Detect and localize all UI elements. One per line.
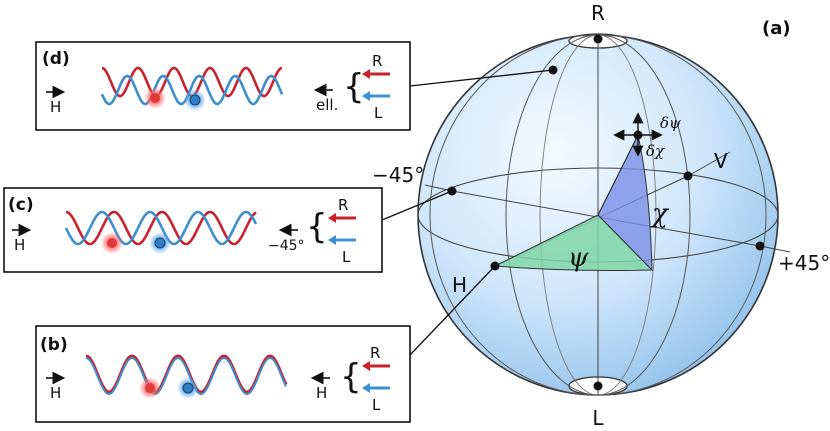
point-V [683,171,693,181]
panel-c-red-atom-core [107,238,117,248]
panel-b-label: (b) [40,335,68,355]
label-L: L [592,406,604,430]
panel-d-L: L [374,104,383,122]
label-V: V [714,149,728,173]
panel-c: (c) H −45° { R L [3,187,383,273]
panel-d-label: (d) [42,49,70,69]
panel-d: (d) H ell. { R L [35,41,411,131]
panel-c-R-head [328,213,336,223]
label-R: R [591,1,605,25]
chi-wedge [597,133,653,272]
panel-c-L-head [328,235,336,245]
panel-d-blue-wave [100,74,284,106]
axis-V-ext [687,151,731,177]
panel-b-L-head [362,383,370,393]
panel-a-label: (a) [762,18,791,39]
label-psi: ψ [568,243,589,273]
panel-d-R: R [372,52,382,70]
panel-c-pol: −45° [268,238,305,254]
panel-c-red-wave [65,210,257,246]
point-state [633,130,643,140]
label-minus45: −45° [372,163,424,187]
panel-c-blue-wave [64,210,258,246]
connector-c [381,190,453,221]
panel-d-pol: ell. [316,96,338,114]
panel-c-L: L [342,248,351,266]
label-plus45: +45° [778,251,830,275]
panel-d-L-head [362,91,370,101]
panel-d-red-atom-core [150,93,160,103]
panel-c-brace: { [306,207,328,247]
label-dpsi: δψ [660,114,681,132]
axis-p45-ext [759,245,791,253]
panel-c-label: (c) [8,195,34,215]
axis-m45-ext [424,184,453,192]
panel-b-R: R [370,344,380,362]
panel-b-R-head [362,361,370,371]
point-L [593,381,603,391]
label-dchi: δχ [646,142,665,160]
panel-c-input: H [14,236,25,254]
label-H: H [452,273,467,297]
panel-d-R-head [362,69,370,79]
panel-c-waves [64,210,258,246]
panel-d-box [35,41,411,131]
poincare-sphere: R L V H −45° +45° ψ χ δψ δχ (a) [372,1,830,430]
point-plus45 [755,241,765,251]
psi-wedge [493,214,654,271]
panel-b-waves [85,354,288,396]
panel-d-brace: { [343,67,365,107]
panel-d-blue-atom-core [189,94,201,106]
panel-b-brace: { [340,357,362,397]
point-R [593,34,603,44]
connector-b [409,265,496,356]
panel-b-blue-atom-core [182,382,194,394]
panel-b-red-atom-core [145,383,155,393]
state-vector [597,134,639,216]
panel-c-blue-atom-core [154,237,166,249]
panel-b-L: L [372,396,381,414]
panel-b-input: H [50,384,61,402]
panel-c-R: R [338,196,348,214]
panel-d-input: H [50,98,61,116]
connector-d [409,69,554,87]
label-chi: χ [650,199,670,229]
panel-b-blue-wave [85,356,287,396]
panel-b-pol: H [316,384,327,402]
panel-b: (b) H H { R L [35,325,411,423]
